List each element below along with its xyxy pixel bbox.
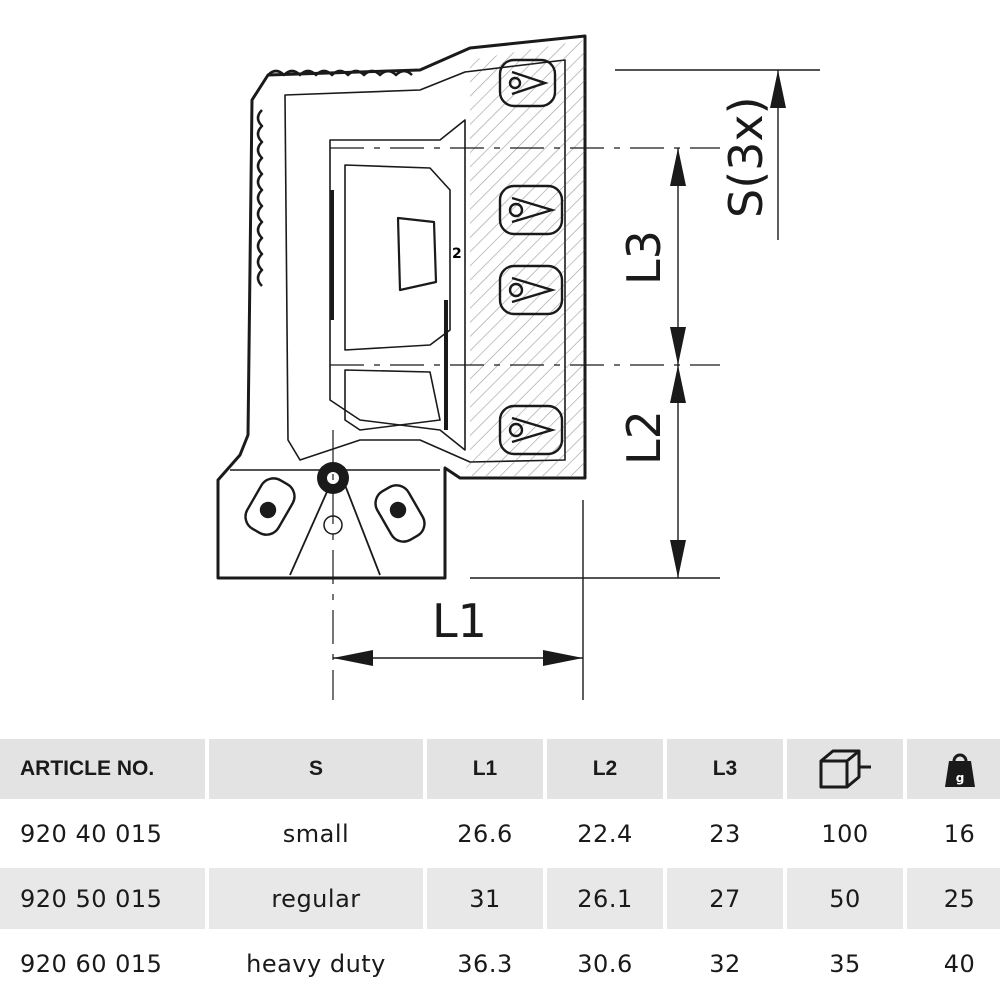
cell-l1: 31 <box>427 868 543 929</box>
header-article: ARTICLE NO. <box>0 739 205 799</box>
cell-l2: 26.1 <box>547 868 663 929</box>
technical-drawing: 2 L1 L2 L3 S(3x) <box>216 34 820 700</box>
cell-pack: 35 <box>829 949 861 978</box>
dim-label-l1: L1 <box>432 594 487 648</box>
dim-label-l2: L2 <box>617 410 671 465</box>
header-weight: g <box>907 739 1000 799</box>
table-row: 920 50 015 regular 31 26.1 27 50 25 <box>0 868 1000 929</box>
spring-clips <box>244 58 564 543</box>
weight-unit: g <box>955 771 964 785</box>
cell-l2: 22.4 <box>577 819 633 848</box>
cell-weight: 40 <box>943 949 976 978</box>
header-s: S <box>209 739 423 799</box>
header-package <box>787 739 903 799</box>
dim-label-s: S(3x) <box>719 96 773 218</box>
cell-s: regular <box>209 868 423 929</box>
center-lines <box>330 147 720 700</box>
dim-label-l3: L3 <box>617 230 671 285</box>
header-l1: L1 <box>427 739 543 799</box>
cell-article: 920 50 015 <box>0 868 205 929</box>
box-icon <box>819 749 871 789</box>
table-header-row: ARTICLE NO. S L1 L2 L3 g <box>0 739 1000 799</box>
cell-l1: 36.3 <box>457 949 513 978</box>
embossed-marking <box>330 190 448 430</box>
cell-l1: 26.6 <box>457 819 513 848</box>
cell-l3: 27 <box>667 868 783 929</box>
table-row: 920 40 015 small 26.6 22.4 23 100 16 <box>0 803 1000 864</box>
cell-l2: 30.6 <box>577 949 633 978</box>
cell-article: 920 60 015 <box>20 949 163 978</box>
weight-icon: g <box>944 753 975 787</box>
cell-weight: 25 <box>907 868 1000 929</box>
spec-table: ARTICLE NO. S L1 L2 L3 g 920 40 015 <box>0 735 1000 998</box>
part-marking: 2 <box>452 246 462 262</box>
cell-weight: 16 <box>943 819 976 848</box>
table-row: 920 60 015 heavy duty 36.3 30.6 32 35 40 <box>0 933 1000 994</box>
header-l2: L2 <box>547 739 663 799</box>
cell-l3: 32 <box>709 949 741 978</box>
cell-s: small <box>282 819 350 848</box>
cell-pack: 100 <box>821 819 869 848</box>
cell-s: heavy duty <box>246 949 386 978</box>
header-l3: L3 <box>667 739 783 799</box>
cell-article: 920 40 015 <box>20 819 163 848</box>
hatched-flange <box>462 40 585 476</box>
cell-l3: 23 <box>709 819 741 848</box>
dimension-arrows <box>333 70 786 666</box>
cell-pack: 50 <box>787 868 903 929</box>
